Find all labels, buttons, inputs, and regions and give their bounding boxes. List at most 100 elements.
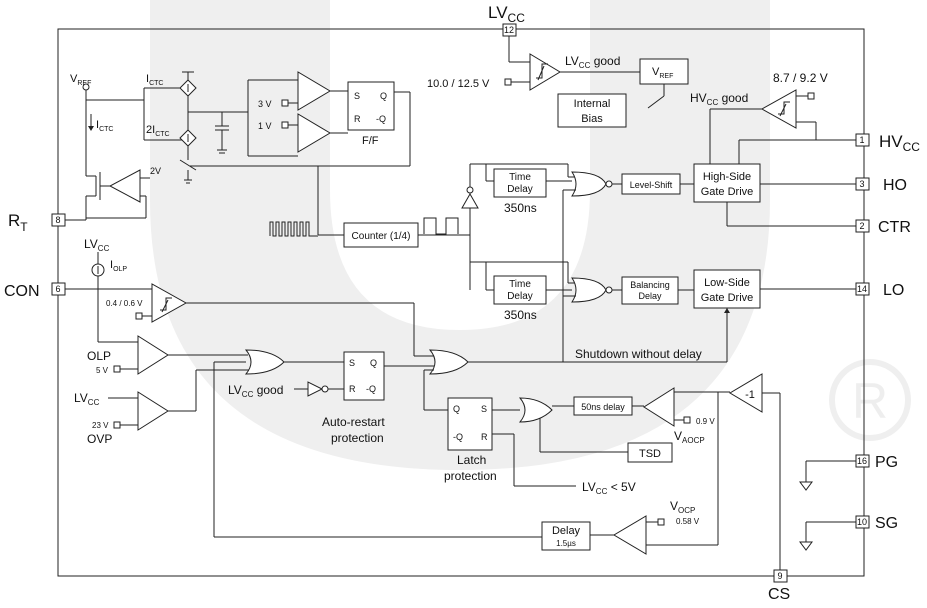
ic-outline (57, 28, 865, 577)
lvcc-ovp-label: LVCC (74, 391, 100, 407)
pin-con-number: 6 (55, 284, 60, 294)
auto-restart-nq: -Q (366, 384, 376, 394)
delay-cs-line1: Delay (552, 525, 581, 537)
olp-ref-label: 5 V (96, 366, 109, 375)
ictc2-label: 2ICTC (146, 124, 170, 138)
ovp-ref-terminal (113, 421, 121, 429)
aocp-ref-label: 0.9 V (696, 417, 715, 426)
pin-lvcc: 12 LVCC (488, 3, 525, 37)
tsd-block (627, 442, 673, 463)
hysteresis-icon (778, 101, 790, 117)
auto-restart-q: Q (370, 358, 377, 368)
nor-gate-top-bubble (605, 180, 613, 188)
ocp-ref-terminal (657, 518, 665, 526)
time-delay-bottom-line1: Time (509, 279, 531, 290)
uvlo-section: 10.0 / 12.5 V LVCC good VREF Internal Bi… (427, 36, 689, 128)
pin-cs: 9 CS (768, 569, 790, 603)
pin-lo-number: 14 (857, 284, 867, 294)
vref-block (639, 58, 689, 85)
pin-hvcc-label: HVCC (879, 132, 920, 154)
time-delay-top-caption: 350ns (504, 201, 537, 215)
auto-restart-caption2: protection (331, 431, 384, 445)
internal-bias-line2: Bias (581, 113, 603, 125)
olp-label: OLP (87, 349, 111, 363)
protection-section: LVCC IOLP 0.4 / 0.6 V OLP 5 V LVCC 23 V … (65, 237, 781, 570)
ref-2v-label: 2V (150, 166, 161, 176)
auto-restart-s: S (349, 358, 355, 368)
ovp-ref-label: 23 V (92, 421, 109, 430)
pin-hvcc-number: 1 (859, 135, 864, 145)
low-side-line2: Gate Drive (701, 292, 754, 304)
hvcc-comparator (760, 89, 797, 129)
vref-node (82, 83, 90, 91)
ff-block (347, 81, 395, 131)
auto-restart-caption1: Auto-restart (322, 415, 385, 429)
clock-waveform-icon (269, 221, 318, 237)
pin-hvcc: 1 HVCC (855, 132, 920, 154)
latch-nq: -Q (453, 432, 463, 442)
arrow-head-icon (88, 126, 94, 131)
pin-ctr: 2 CTR (855, 219, 911, 236)
ff-r: R (354, 114, 361, 124)
high-side-line2: Gate Drive (701, 186, 754, 198)
pin-ctr-number: 2 (859, 221, 864, 231)
pin-ho: 3 HO (855, 177, 907, 194)
ovp-label: OVP (87, 432, 112, 446)
balancing-delay-line1: Balancing (630, 280, 670, 290)
tsd-label: TSD (639, 448, 661, 460)
latch-q: Q (453, 404, 460, 414)
ocp-ref-label: 0.58 V (676, 517, 700, 526)
lvcc-lt5-label: LVCC < 5V (582, 480, 636, 496)
arrow-head-icon (724, 308, 730, 313)
hysteresis-icon (160, 297, 172, 313)
inverter-restart-bubble (321, 385, 329, 393)
ff-name: F/F (362, 135, 379, 147)
low-side-line1: Low-Side (704, 277, 750, 289)
pin-lvcc-label: LVCC (488, 3, 525, 25)
time-delay-top-line1: Time (509, 172, 531, 183)
nor-gate-bottom-bubble (605, 286, 613, 294)
or-gate-shutdown (428, 349, 469, 375)
ground-icon (799, 541, 813, 551)
pin-pg: 16 PG (855, 454, 898, 471)
latch-caption2: protection (444, 469, 497, 483)
ictc-ramp-label: ICTC (96, 119, 113, 133)
pin-con-label: CON (4, 283, 40, 300)
iolp-label: IOLP (110, 259, 127, 273)
ff-s: S (354, 91, 360, 101)
ref-1v-label: 1 V (258, 121, 272, 131)
ocp-comparator (613, 515, 647, 555)
internal-bias-line1: Internal (574, 98, 611, 110)
pin-cs-label: CS (768, 586, 790, 603)
pin-cs-number: 9 (777, 571, 782, 581)
time-delay-bottom (493, 275, 547, 305)
ovp-comparator (137, 391, 169, 431)
aocp-ref-terminal (683, 416, 691, 424)
uvlo-comparator (529, 53, 561, 91)
counter-block (343, 222, 419, 248)
wire (647, 95, 665, 109)
auto-restart-latch (343, 351, 385, 401)
level-shift-label: Level-Shift (630, 180, 673, 190)
auto-restart-r: R (349, 384, 356, 394)
time-delay-top-line2: Delay (507, 184, 533, 195)
delay-cs-block (541, 521, 591, 551)
pin-pg-number: 16 (857, 456, 867, 466)
latch-caption1: Latch (457, 453, 486, 467)
svg-text:R: R (852, 373, 888, 429)
inverter-triangle-icon (461, 192, 479, 209)
nor-gate-top (571, 171, 607, 197)
hvcc-ref-terminal (807, 92, 815, 100)
ictc-label: ICTC (146, 73, 163, 87)
pin-lo-label: LO (883, 282, 904, 299)
vref-block-label: VREF (652, 66, 673, 80)
divided-waveform-icon (423, 217, 459, 235)
lvcc-good-restart-label: LVCC good (228, 383, 283, 399)
con-ref-terminal (135, 312, 143, 320)
ff-q: Q (380, 91, 387, 101)
balancing-delay-block (621, 276, 679, 305)
inverter-bubble (466, 186, 474, 194)
latch-s: S (481, 404, 487, 414)
ground-pins (799, 460, 856, 551)
